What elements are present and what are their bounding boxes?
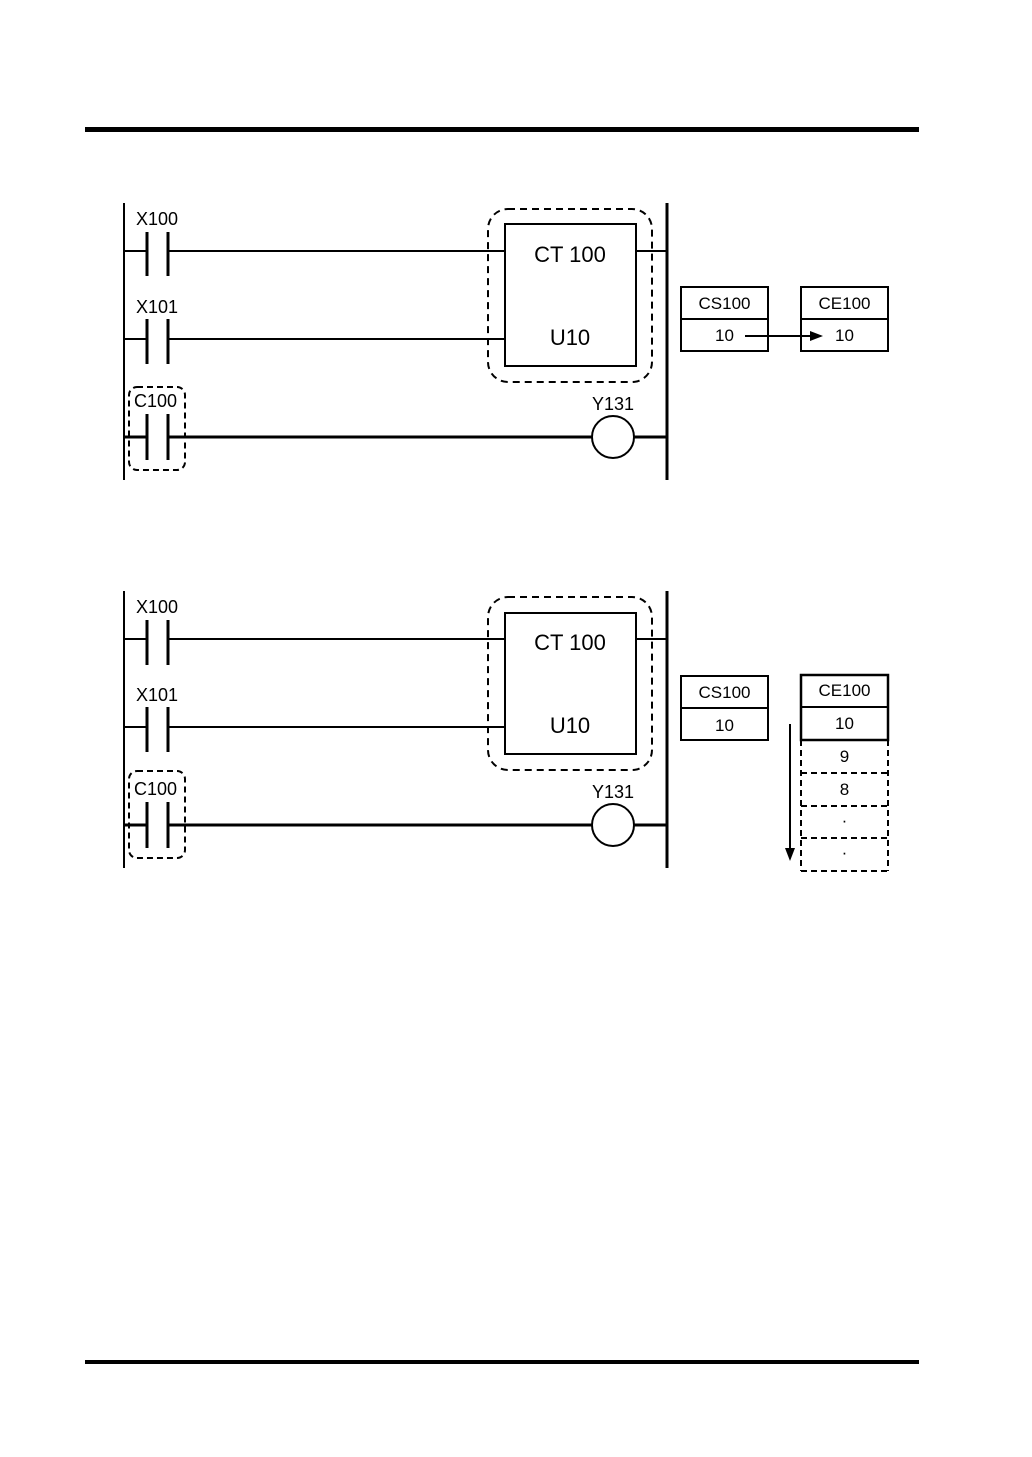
counter-highlight [488, 209, 652, 382]
contact-label: X101 [136, 685, 178, 705]
countdown-value: · [842, 843, 848, 862]
ce-label: CE100 [819, 681, 871, 700]
arrow-head-icon [810, 331, 823, 341]
ce-label: CE100 [819, 294, 871, 313]
contact-label: X100 [136, 597, 178, 617]
header-rule [85, 127, 919, 132]
ce-value: 10 [835, 326, 854, 345]
countdown-value: · [842, 811, 848, 830]
cs-value: 10 [715, 716, 734, 735]
counter-name: CT 100 [534, 630, 606, 655]
coil-y131 [592, 804, 634, 846]
contact-label: X100 [136, 209, 178, 229]
counter-highlight [488, 597, 652, 770]
contact-label: X101 [136, 297, 178, 317]
coil-label: Y131 [592, 782, 634, 802]
cs-value: 10 [715, 326, 734, 345]
countdown-value: 8 [840, 780, 849, 799]
footer-rule [85, 1360, 919, 1364]
ladder-diagram-1: X100 X101 C100 Y131 CT 100 U10 CS100 10 … [0, 195, 1032, 495]
ladder-diagram-2: X100 X101 C100 Y131 CT 100 U10 CS100 10 … [0, 583, 1032, 883]
contact-label: C100 [134, 779, 177, 799]
coil-label: Y131 [592, 394, 634, 414]
contact-label: C100 [134, 391, 177, 411]
arrow-down-icon [785, 848, 795, 861]
cs-label: CS100 [699, 294, 751, 313]
counter-name: CT 100 [534, 242, 606, 267]
counter-preset: U10 [550, 713, 590, 738]
ce-value: 10 [835, 714, 854, 733]
cs-label: CS100 [699, 683, 751, 702]
coil-y131 [592, 416, 634, 458]
countdown-value: 9 [840, 747, 849, 766]
counter-preset: U10 [550, 325, 590, 350]
